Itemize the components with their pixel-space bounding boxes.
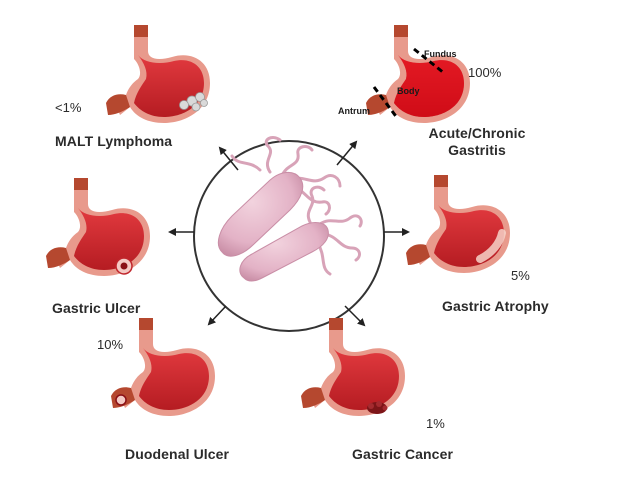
malt-title: MALT Lymphoma [55,133,173,149]
duodenal-title: Duodenal Ulcer [125,446,230,462]
cancer-percent: 1% [426,416,445,431]
lymphoma-nodules [179,92,208,112]
fundus-boundary [413,47,445,75]
body-label: Body [397,86,420,96]
stomach-gastric-ulcer [46,178,150,276]
cancer-title: Gastric Cancer [352,446,454,462]
stomach-malt [106,25,210,123]
stomach-gastritis [366,25,470,123]
bacterium-2 [306,185,363,276]
gastritis-title-line2: Gastritis [448,142,506,158]
duodenal-ulcer-lesion [115,394,127,406]
bacterium-1-body [217,172,304,257]
malt-percent: <1% [55,100,82,115]
gastritis-title-line1: Acute/Chronic [428,125,526,141]
bacterium-2-body [239,222,329,282]
atrophy-thinning [476,229,506,263]
tumor-lesion [367,401,388,414]
duodenal-percent: 10% [97,337,124,352]
atrophy-title: Gastric Atrophy [442,298,549,314]
arrows [168,140,410,327]
arrow-to-duodenal [207,305,227,326]
antrum-label: Antrum [338,106,370,116]
stomach-atrophy [406,175,510,273]
gastritis-percent: 100% [468,65,502,80]
arrow-to-cancer [344,305,366,327]
antrum-boundary [372,86,400,120]
arrow-to-gastritis [336,140,358,166]
gastric-ulcer-title: Gastric Ulcer [52,300,141,316]
stomach-duodenal [111,318,215,416]
stomach-cancer [301,318,405,416]
gastritis-inflammation [394,55,464,117]
bacteria-illustration [217,136,363,282]
atrophy-percent: 5% [511,268,530,283]
fundus-label: Fundus [424,49,457,59]
arrow-to-malt [218,146,239,171]
